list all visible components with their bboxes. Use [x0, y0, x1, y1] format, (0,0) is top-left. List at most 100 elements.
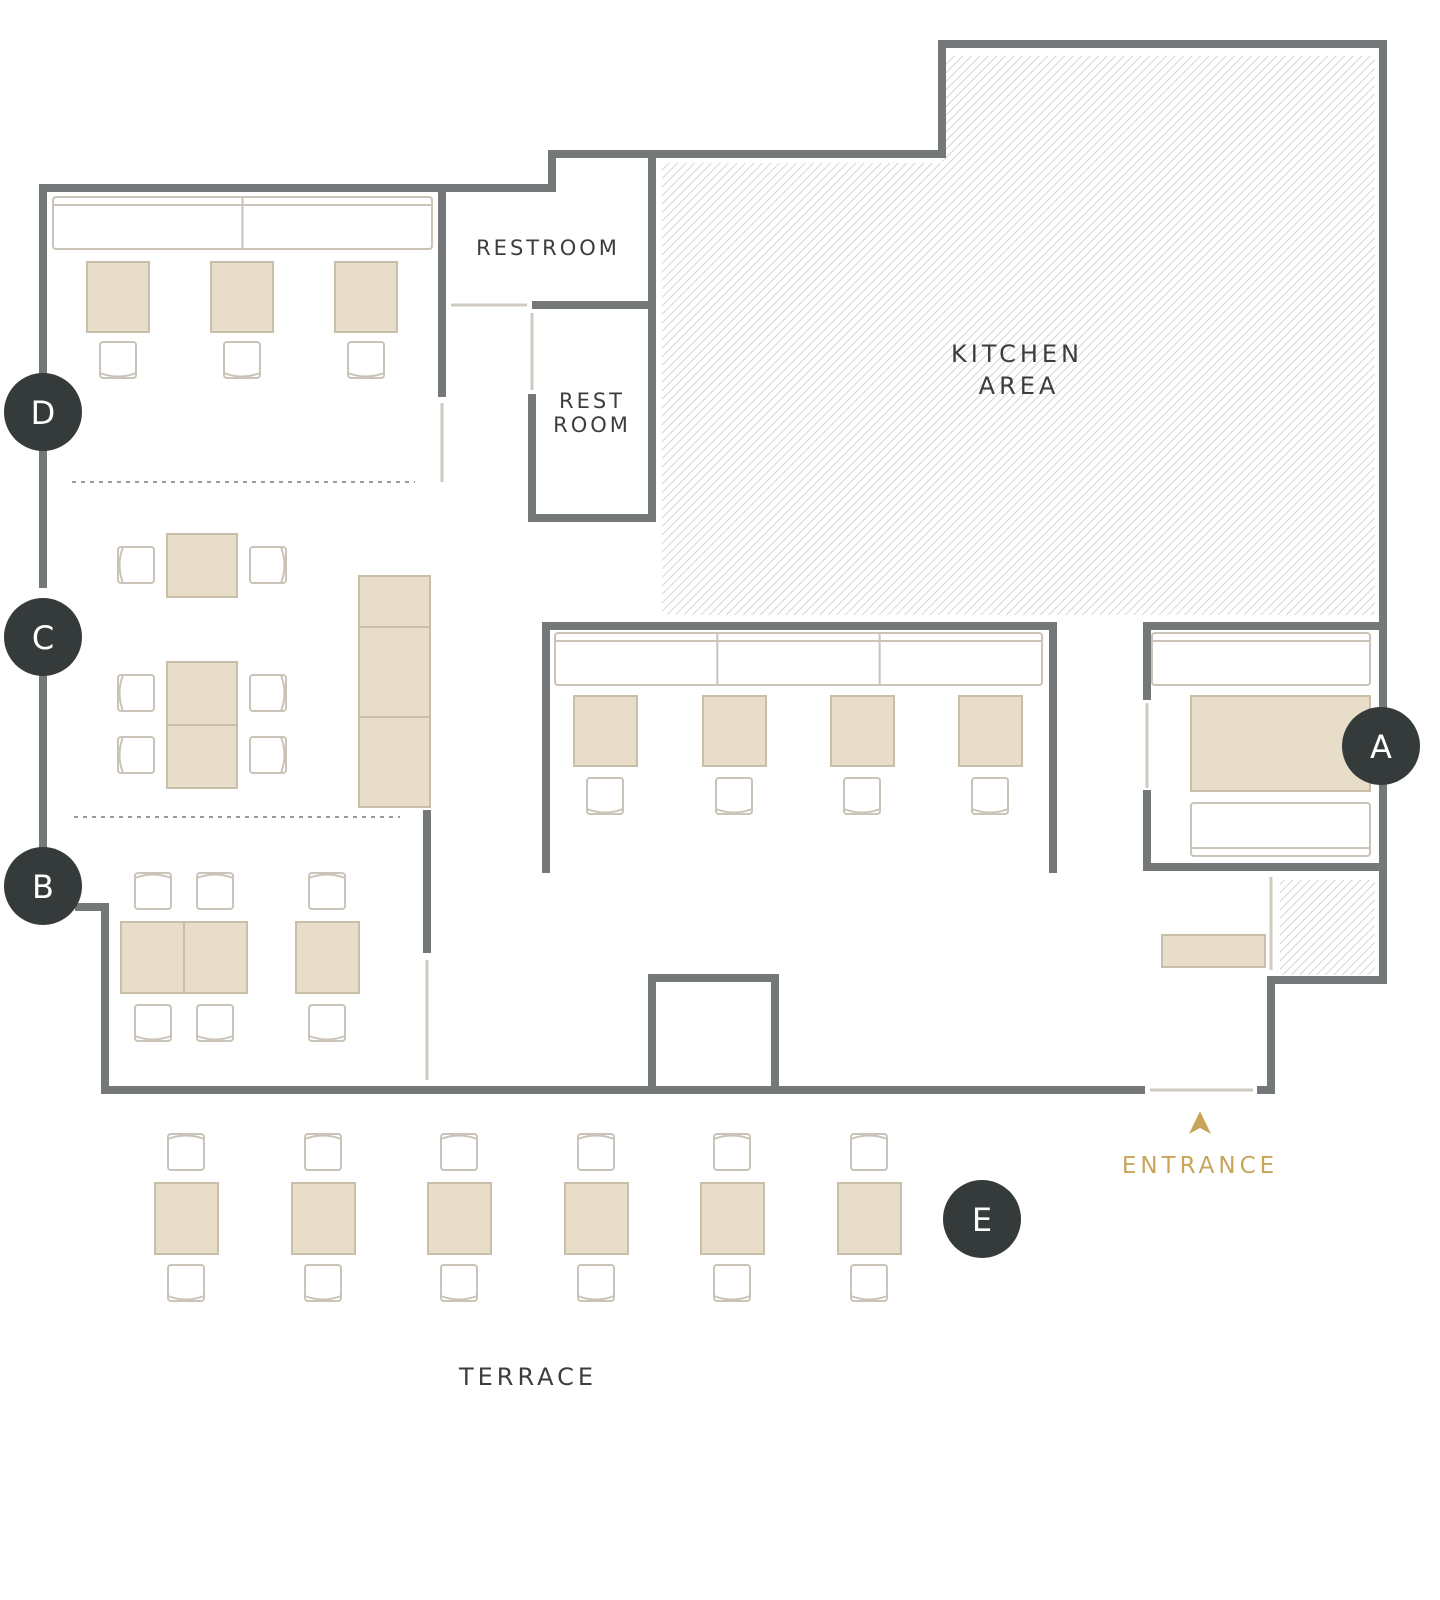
chair-back [713, 1134, 751, 1140]
bench [1151, 632, 1371, 686]
chair [134, 1004, 172, 1042]
chair-back [308, 873, 346, 879]
kitchen-label-line2: AREA [979, 372, 1060, 400]
table [573, 695, 638, 767]
chair-back [118, 736, 124, 774]
kitchen-hatch [662, 56, 1375, 975]
chair [196, 872, 234, 910]
chair [440, 1264, 478, 1302]
chair-back [850, 1295, 888, 1301]
table [958, 695, 1023, 767]
table [564, 1182, 629, 1255]
zone-marker-b[interactable]: B [4, 847, 82, 925]
chair-back [118, 546, 124, 584]
chair-back [850, 1134, 888, 1140]
table [166, 661, 238, 726]
restroom-2-label-line1: REST [559, 389, 625, 413]
chair-back [118, 674, 124, 712]
chair [577, 1133, 615, 1171]
bench [1190, 802, 1371, 857]
chair-back [280, 546, 286, 584]
chair-back [304, 1295, 342, 1301]
entrance-label: ENTRANCE [1122, 1153, 1278, 1179]
chair [117, 736, 155, 774]
chair [308, 872, 346, 910]
zone-marker-d[interactable]: D [4, 373, 82, 451]
chair-back [577, 1295, 615, 1301]
zone-marker-a[interactable]: A [1342, 707, 1420, 785]
chair [117, 674, 155, 712]
doors [425, 303, 1273, 1092]
table [830, 695, 895, 767]
chair-back [99, 372, 137, 378]
chair [843, 777, 881, 815]
chair [347, 341, 385, 379]
chair-back [577, 1134, 615, 1140]
chair-back [308, 1035, 346, 1041]
chair [713, 1133, 751, 1171]
table [427, 1182, 492, 1255]
walls [39, 40, 1387, 1094]
table [700, 1182, 765, 1255]
restroom-label: RESTROOM [476, 236, 620, 260]
chair-back [223, 372, 261, 378]
chair [249, 736, 287, 774]
table [86, 261, 150, 333]
table [120, 921, 185, 994]
table [334, 261, 398, 333]
table [837, 1182, 902, 1255]
bench [554, 632, 1043, 686]
chair [586, 777, 624, 815]
chair [304, 1133, 342, 1171]
chair [167, 1264, 205, 1302]
chair-back [167, 1134, 205, 1140]
chair-back [280, 736, 286, 774]
chair [304, 1264, 342, 1302]
chair [134, 872, 172, 910]
chair [249, 674, 287, 712]
furniture [52, 196, 1371, 1302]
svg-text:E: E [972, 1201, 992, 1239]
zone-marker-c[interactable]: C [4, 598, 82, 676]
chair [99, 341, 137, 379]
terrace-label: TERRACE [458, 1363, 597, 1391]
table [358, 575, 431, 628]
table [166, 724, 238, 789]
chair-back [440, 1134, 478, 1140]
chair-back [134, 1035, 172, 1041]
chair [223, 341, 261, 379]
chair-back [167, 1295, 205, 1301]
zone-dividers [72, 481, 415, 818]
table [1190, 695, 1371, 792]
chair [850, 1264, 888, 1302]
kitchen-label-line1: KITCHEN [951, 340, 1083, 368]
table [358, 716, 431, 808]
chair [713, 1264, 751, 1302]
entrance-arrow-icon [1189, 1111, 1211, 1134]
reception-counter [1161, 934, 1266, 968]
zone-marker-e[interactable]: E [943, 1180, 1021, 1258]
chair [440, 1133, 478, 1171]
chair-back [440, 1295, 478, 1301]
chair-back [347, 372, 385, 378]
table [291, 1182, 356, 1255]
chair [308, 1004, 346, 1042]
chair-back [843, 808, 881, 814]
svg-text:A: A [1370, 728, 1392, 766]
table [358, 626, 431, 718]
chair-back [971, 808, 1009, 814]
chair-back [280, 674, 286, 712]
table [295, 921, 360, 994]
table [166, 533, 238, 598]
svg-text:B: B [32, 868, 54, 906]
table [210, 261, 274, 333]
table [154, 1182, 219, 1255]
chair [167, 1133, 205, 1171]
table [702, 695, 767, 767]
chair-back [304, 1134, 342, 1140]
chair [971, 777, 1009, 815]
table [183, 921, 248, 994]
svg-text:D: D [31, 394, 56, 432]
chair [249, 546, 287, 584]
